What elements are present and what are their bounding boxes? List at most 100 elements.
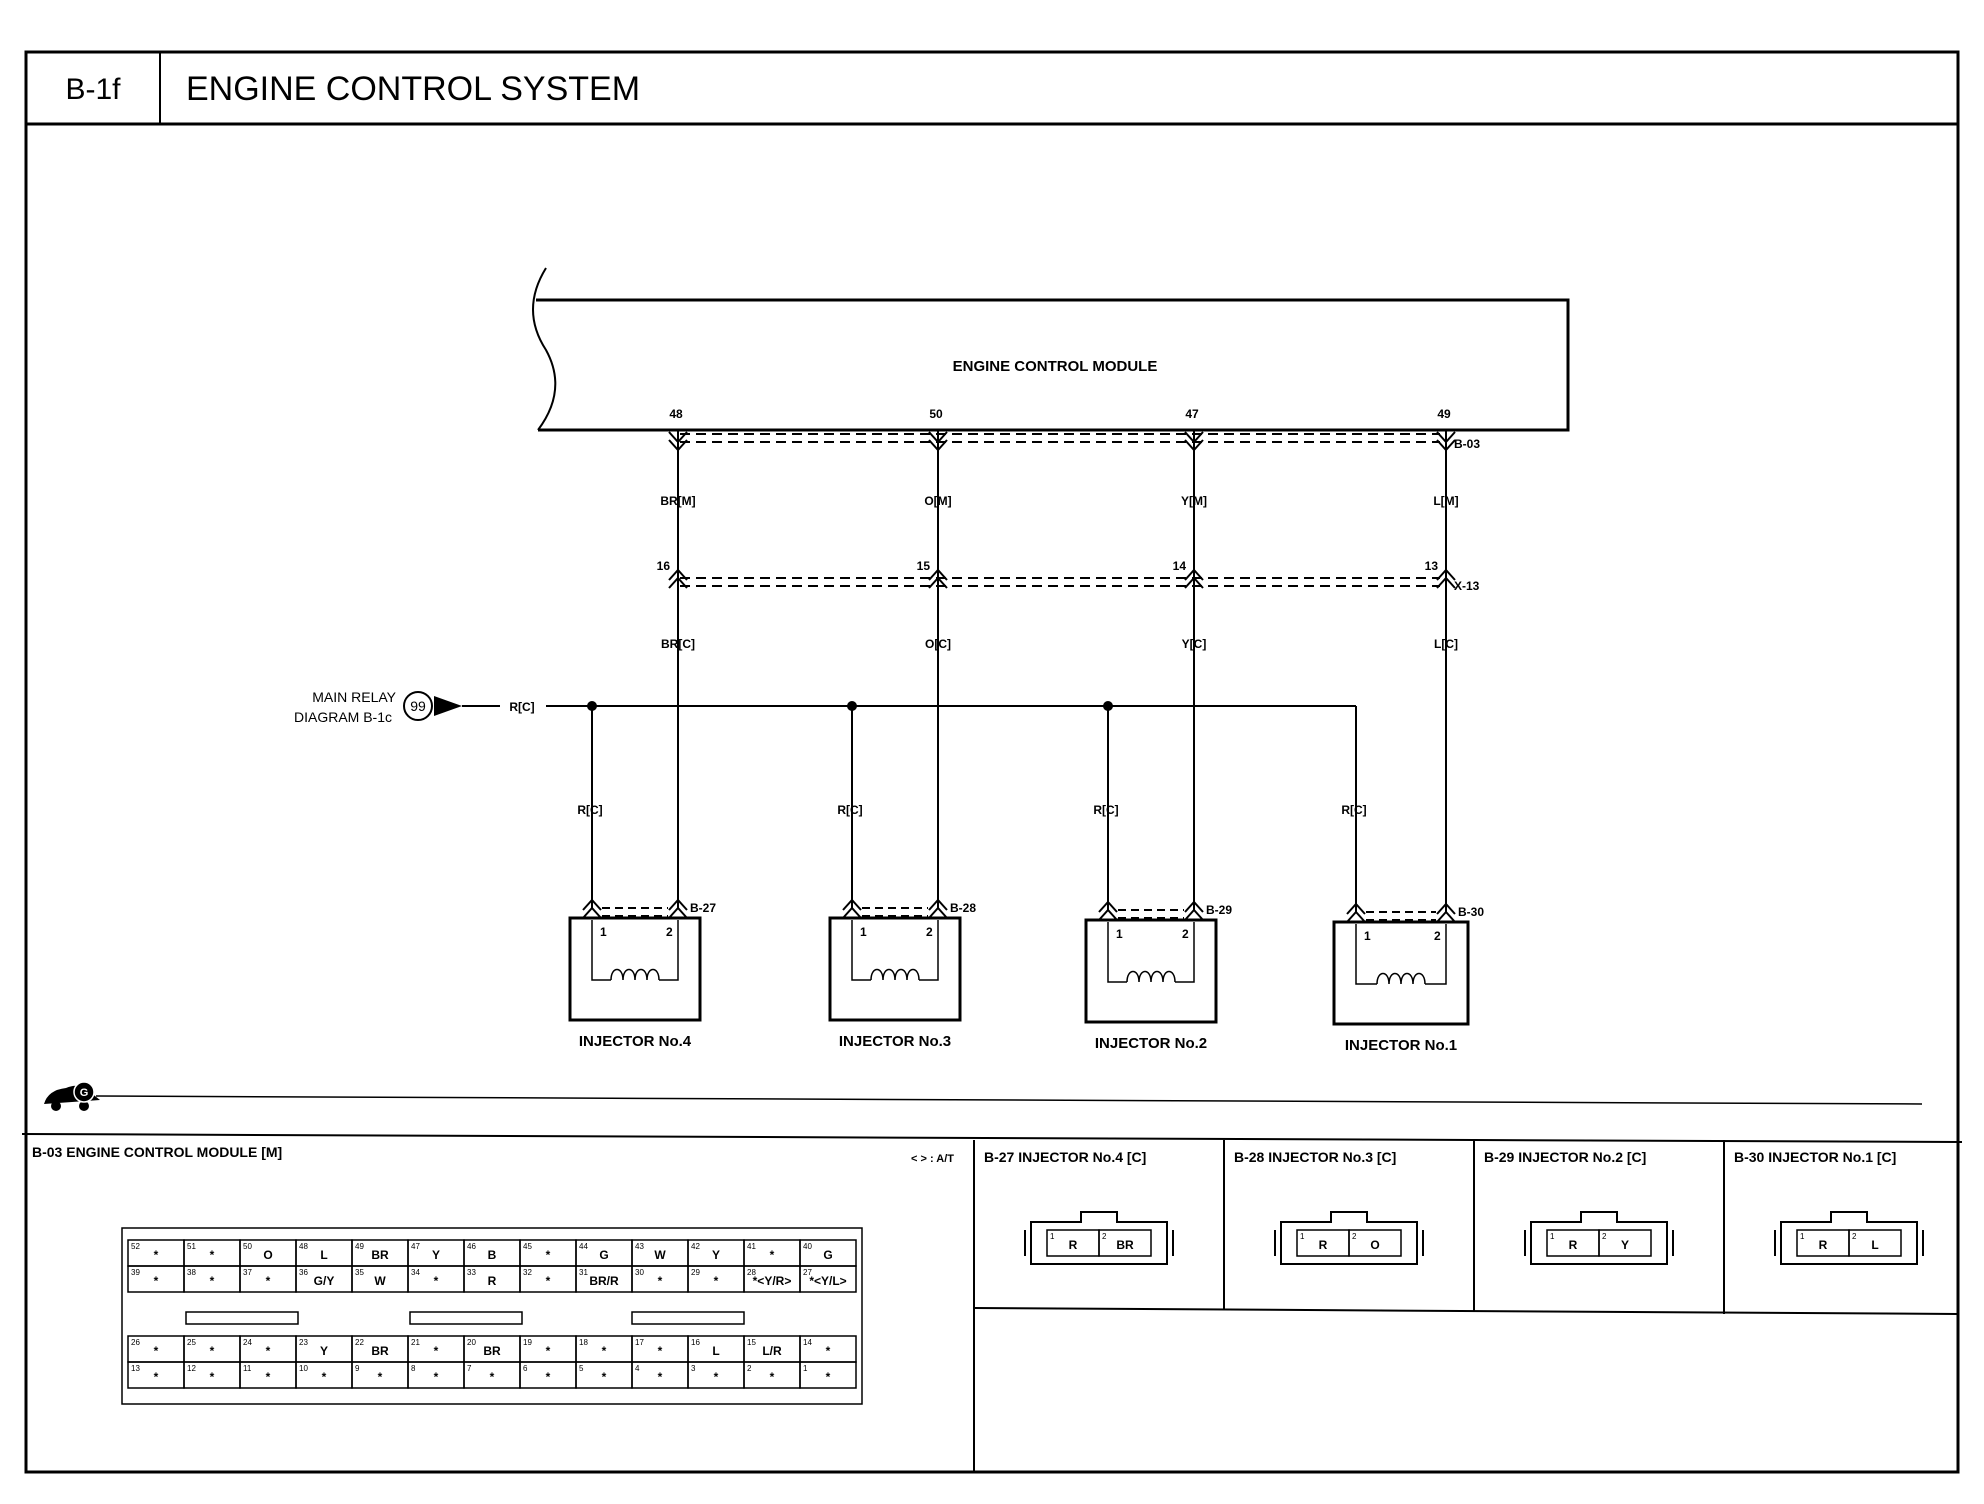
main-relay-diagram-label: DIAGRAM B-1c <box>294 709 392 725</box>
injector-pin-1: 1 <box>600 925 607 939</box>
x13-pin-number: 15 <box>917 559 931 573</box>
ecm-pin-number: 19 <box>523 1338 532 1347</box>
ecm-pin-number: 10 <box>299 1364 308 1373</box>
main-relay-wire-label: R[C] <box>509 700 534 714</box>
injector-pin-cell <box>1348 1229 1402 1257</box>
ecm-connector-key <box>185 1311 299 1325</box>
ecm-pin-number: 5 <box>579 1364 584 1373</box>
ecm-pin-color: B <box>488 1248 497 1262</box>
ecm-pin-number: 52 <box>131 1242 140 1251</box>
injector-pin-number: 2 <box>1102 1232 1107 1241</box>
injector-name: INJECTOR No.1 <box>1345 1037 1457 1054</box>
ecm-pin-color: * <box>210 1370 215 1384</box>
ecm-pin-color: * <box>154 1370 159 1384</box>
injector-pin-number: 2 <box>1352 1232 1357 1241</box>
injector-pin-cell <box>1598 1229 1652 1257</box>
ecm-pin-color: L/R <box>762 1344 782 1358</box>
ecm-pin-color: * <box>546 1248 551 1262</box>
injector-pin-number: 1 <box>1800 1232 1805 1241</box>
ecm-pin-grid: 52*51*50O48L49BR47Y46B45*44G43W42Y41*40G… <box>121 1227 863 1405</box>
ecm-pin-color: G <box>599 1248 608 1262</box>
ecm-label: ENGINE CONTROL MODULE <box>953 358 1158 375</box>
ecm-pin-number: 6 <box>523 1364 528 1373</box>
ecm-pin-number: 11 <box>243 1364 252 1373</box>
injector-panel-title: B-30 INJECTOR No.1 [C] <box>1734 1149 1896 1165</box>
ecm-connector-body <box>121 1227 863 1405</box>
ecm-pin-color: * <box>602 1370 607 1384</box>
injector-panel-title: B-29 INJECTOR No.2 [C] <box>1484 1149 1646 1165</box>
ecm-pin-color: BR <box>371 1344 389 1358</box>
ecm-break-line <box>532 267 557 431</box>
ecm-pin-color: * <box>210 1274 215 1288</box>
ecm-pin-cell <box>799 1361 857 1389</box>
ecm-pin-color: * <box>266 1274 271 1288</box>
ecm-pin-number: 50 <box>929 407 943 421</box>
ecm-pin-color: * <box>658 1274 663 1288</box>
ecm-pin-number: 21 <box>411 1338 420 1347</box>
ecm-pin-number: 48 <box>299 1242 308 1251</box>
wire-color-c: L[C] <box>1434 637 1458 651</box>
ecm-pin-color: * <box>266 1370 271 1384</box>
wire-color-m: Y[M] <box>1181 494 1207 508</box>
injector-coil-icon <box>1126 970 1176 983</box>
injector-pin-color: R <box>1819 1238 1828 1252</box>
injector-internal-wire <box>1107 922 1127 983</box>
ecm-pin-cell <box>799 1265 857 1293</box>
injector-internal-wire <box>659 920 679 981</box>
injector-connector-symbol <box>842 898 862 919</box>
ecm-pin-number: 26 <box>131 1338 140 1347</box>
ecm-pin-number: 47 <box>1185 407 1199 421</box>
injector-connector-symbol <box>1098 900 1118 921</box>
ecm-pin-number: 12 <box>187 1364 196 1373</box>
ecm-pin-number: 29 <box>691 1268 700 1277</box>
ecm-pin-number: 14 <box>803 1338 812 1347</box>
injector-pin-cell <box>1098 1229 1152 1257</box>
ecm-pin-number: 7 <box>467 1364 472 1373</box>
ecm-pin-number: 44 <box>579 1242 588 1251</box>
x13-connector-symbol <box>1184 568 1204 589</box>
injector-pin-color: O <box>1370 1238 1379 1252</box>
ecm-pin-number: 49 <box>355 1242 364 1251</box>
injector-internal-wire <box>1355 924 1377 985</box>
ecm-pin-number: 2 <box>747 1364 752 1373</box>
ecm-pin-number: 37 <box>243 1268 252 1277</box>
injector-pin-color: R <box>1319 1238 1328 1252</box>
wire-color-m: L[M] <box>1433 494 1458 508</box>
ecm-pin-color: * <box>546 1370 551 1384</box>
ecm-pin-color: * <box>210 1248 215 1262</box>
injector-pin-cell <box>1848 1229 1902 1257</box>
injector-internal-wire <box>591 920 611 981</box>
ecm-pin-color: * <box>434 1370 439 1384</box>
ecm-pin-number: 24 <box>243 1338 252 1347</box>
x13-pin-number: 14 <box>1173 559 1187 573</box>
injector-pin-number: 1 <box>1300 1232 1305 1241</box>
injector-pin-number: 1 <box>1550 1232 1555 1241</box>
injector-internal-wire <box>919 920 939 981</box>
ecm-pin-number: 42 <box>691 1242 700 1251</box>
ecm-panel-title: B-03 ENGINE CONTROL MODULE [M] <box>32 1144 282 1160</box>
injector-coil-icon <box>870 968 920 981</box>
b03-connector-symbol <box>668 431 688 452</box>
ecm-pin-number: 50 <box>243 1242 252 1251</box>
ecm-pin-number: 30 <box>635 1268 644 1277</box>
injector-connector-label: B-27 <box>690 901 716 915</box>
ecm-pin-color: * <box>546 1274 551 1288</box>
ground-car-wheel-icon <box>51 1101 61 1111</box>
wire-color-c: Y[C] <box>1182 637 1207 651</box>
injector-body <box>828 916 962 1022</box>
main-relay-arrow <box>434 696 462 716</box>
injector-pin-color: R <box>1069 1238 1078 1252</box>
ecm-pin-number: 41 <box>747 1242 756 1251</box>
ecm-pin-color: O <box>263 1248 272 1262</box>
ecm-pin-color: BR/R <box>589 1274 619 1288</box>
injector-pin-2: 2 <box>1434 929 1441 943</box>
ecm-pin-color: * <box>714 1274 719 1288</box>
main-relay-reference: MAIN RELAY DIAGRAM B-1c 99 R[C] <box>294 689 1357 864</box>
ecm-pin-number: 40 <box>803 1242 812 1251</box>
ecm-connector-panel: B-03 ENGINE CONTROL MODULE [M] < > : A/T… <box>32 1144 954 1405</box>
ecm-pin-color: * <box>322 1370 327 1384</box>
